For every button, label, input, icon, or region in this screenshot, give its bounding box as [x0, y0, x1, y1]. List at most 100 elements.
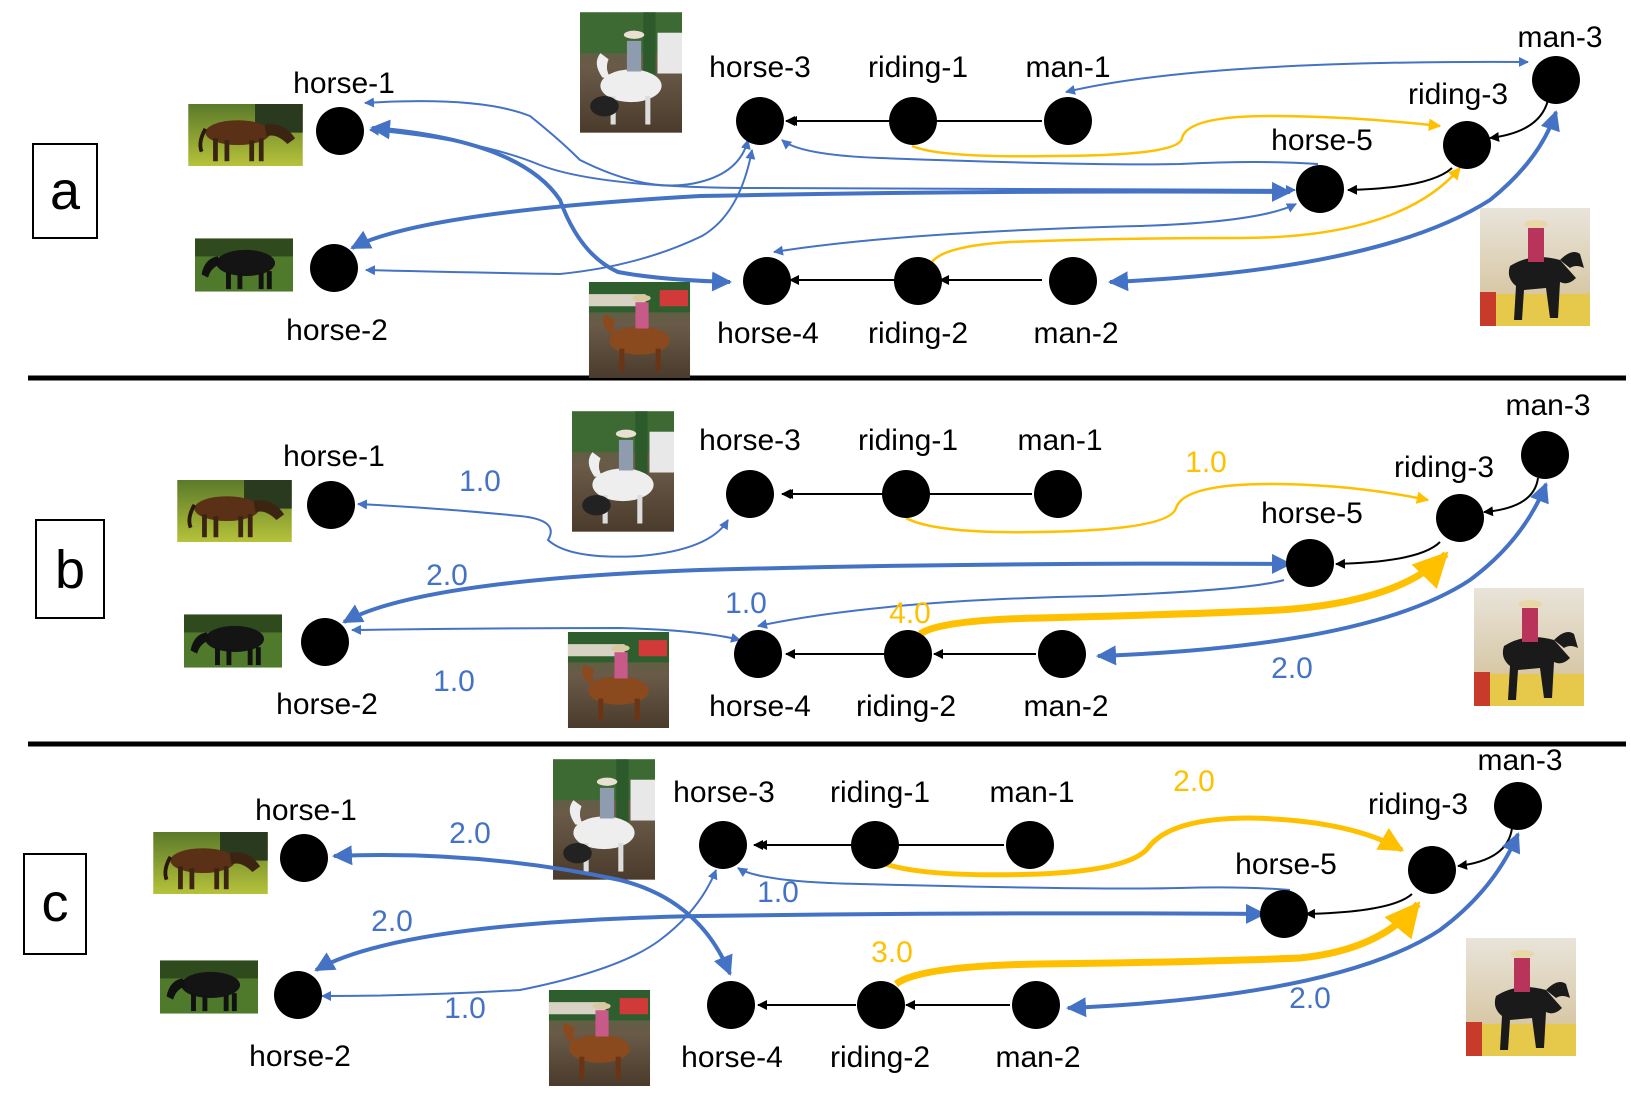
node-horse-2	[310, 244, 358, 292]
node-man-2	[1038, 630, 1086, 678]
label-riding-1: riding-1	[830, 776, 930, 809]
horse-3-photo	[572, 411, 674, 532]
edge	[1335, 541, 1441, 569]
edge	[931, 167, 1461, 263]
label-horse-1: horse-1	[293, 67, 395, 100]
edge-weight: 4.0	[889, 597, 931, 630]
label-man-3: man-3	[1477, 744, 1562, 777]
edge	[1305, 893, 1413, 919]
node-horse-1	[316, 107, 364, 155]
horse-1-photo	[152, 832, 269, 894]
label-horse-4: horse-4	[717, 317, 819, 350]
node-man-1	[1034, 470, 1082, 518]
edge	[1347, 167, 1453, 195]
horse-3-photo	[580, 12, 682, 133]
label-horse-3: horse-3	[699, 424, 801, 457]
node-horse-1	[280, 834, 328, 882]
edge	[1096, 482, 1549, 666]
label-riding-1: riding-1	[858, 424, 958, 457]
label-man-3: man-3	[1505, 389, 1590, 422]
horse-1-photo	[187, 104, 304, 166]
edge-weight: 1.0	[1185, 446, 1227, 479]
panel-letter-box	[35, 519, 105, 619]
node-riding-2	[884, 630, 932, 678]
label-horse-2: horse-2	[249, 1040, 351, 1073]
edge	[1066, 832, 1521, 1018]
label-man-3: man-3	[1517, 21, 1602, 54]
panel-letter: b	[55, 540, 85, 600]
horse-4-photo	[548, 990, 651, 1086]
man-3-photo	[1466, 938, 1576, 1056]
panel-letter-box	[23, 853, 87, 955]
node-man-1	[1006, 821, 1054, 869]
label-horse-5: horse-5	[1261, 497, 1363, 530]
edge-weight: 2.0	[1173, 765, 1215, 798]
horse-1-photo	[176, 480, 293, 542]
edge-weight: 2.0	[426, 559, 468, 592]
edge-weight: 2.0	[1289, 982, 1331, 1015]
edge-weight: 2.0	[1271, 652, 1313, 685]
node-horse-4	[743, 257, 791, 305]
man-3-photo	[1474, 588, 1584, 706]
edge-weight: 3.0	[871, 936, 913, 969]
horse-2-photo	[160, 960, 258, 1014]
horse-2-photo	[195, 238, 293, 292]
node-riding-1	[882, 470, 930, 518]
node-riding-3	[1436, 494, 1484, 542]
horse-4-photo	[588, 282, 691, 378]
edge	[781, 139, 1319, 166]
node-riding-2	[894, 257, 942, 305]
label-riding-3: riding-3	[1394, 451, 1494, 484]
edge	[364, 97, 751, 187]
label-riding-3: riding-3	[1368, 788, 1468, 821]
panel-a: a	[32, 12, 1603, 378]
edge-weight: 2.0	[371, 905, 413, 938]
node-riding-3	[1408, 846, 1456, 894]
label-horse-2: horse-2	[286, 314, 388, 347]
node-man-1	[1044, 97, 1092, 145]
node-horse-5	[1260, 890, 1308, 938]
edge	[1108, 110, 1560, 292]
node-horse-5	[1286, 539, 1334, 587]
horse-4-photo	[567, 632, 670, 728]
label-man-1: man-1	[1025, 51, 1110, 84]
label-man-2: man-2	[1023, 690, 1108, 723]
panel-letter: a	[50, 161, 81, 221]
node-horse-4	[734, 630, 782, 678]
node-riding-1	[851, 821, 899, 869]
edge	[773, 203, 1297, 256]
node-horse-2	[274, 971, 322, 1019]
label-man-1: man-1	[989, 776, 1074, 809]
edge	[370, 119, 732, 292]
label-riding-2: riding-2	[868, 317, 968, 350]
edge	[365, 149, 756, 276]
panel-letter-box	[32, 143, 98, 239]
label-horse-5: horse-5	[1235, 848, 1337, 881]
label-man-2: man-2	[995, 1041, 1080, 1074]
edge-weight: 1.0	[725, 587, 767, 620]
horse-2-photo	[184, 614, 282, 668]
edge-weight: 1.0	[433, 665, 475, 698]
node-man-3	[1521, 431, 1569, 479]
node-riding-3	[1443, 121, 1491, 169]
node-man-2	[1012, 981, 1060, 1029]
label-man-2: man-2	[1033, 317, 1118, 350]
edge	[737, 867, 1291, 891]
label-horse-3: horse-3	[709, 51, 811, 84]
edge	[321, 869, 718, 1001]
label-horse-2: horse-2	[276, 688, 378, 721]
label-riding-2: riding-2	[830, 1041, 930, 1074]
edge	[351, 624, 741, 643]
node-horse-3	[699, 821, 747, 869]
node-man-3	[1532, 56, 1580, 104]
node-horse-3	[726, 470, 774, 518]
edge-weight: 1.0	[459, 465, 501, 498]
label-horse-1: horse-1	[283, 440, 385, 473]
panel-letter: c	[42, 873, 69, 933]
node-horse-3	[736, 97, 784, 145]
node-man-2	[1049, 257, 1097, 305]
label-horse-3: horse-3	[673, 776, 775, 809]
panel-b: b 1.0 1.0 2.0 1.0 4.0 1.0 2.0	[35, 389, 1591, 728]
node-man-3	[1494, 782, 1542, 830]
label-horse-1: horse-1	[255, 794, 357, 827]
